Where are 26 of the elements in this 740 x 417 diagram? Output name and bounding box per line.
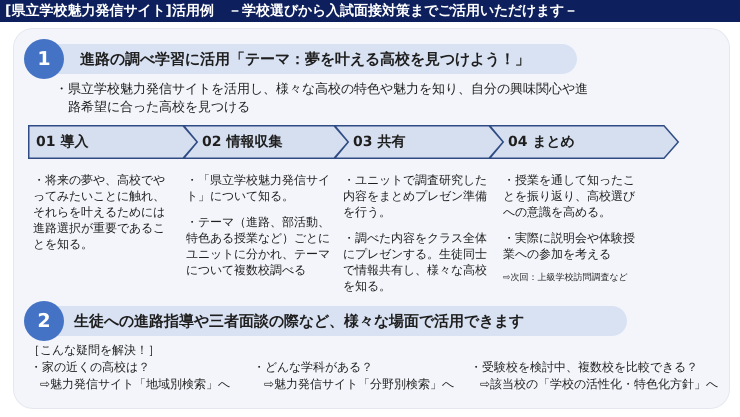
process-step: 04 まとめ bbox=[489, 125, 679, 159]
guide-text: ⇨魅力発信サイト「分野別検索」へ bbox=[264, 376, 454, 392]
section-heading: 生徒への進路指導や三者面談の際など、様々な場面で活用できます bbox=[58, 306, 627, 336]
section-number: 2 bbox=[24, 301, 64, 341]
question-text: ・どんな学科がある？ bbox=[253, 359, 373, 375]
guide-text: ⇨魅力発信サイト「地域別検索」へ bbox=[40, 376, 230, 392]
question-text: ・受験校を検討中、複数校を比較できる？ bbox=[470, 359, 698, 375]
section-heading: 進路の調べ学習に活用「テーマ：夢を叶える高校を見つけよう！」 bbox=[58, 44, 577, 74]
process-step: 01 導入 bbox=[28, 125, 198, 159]
step-note: ・将来の夢や、高校でやってみたいことに触れ、それらを叶えるためには進路選択が重要であることを知る。 bbox=[33, 172, 166, 252]
next-step-note: ⇨次回：上級学校訪問調査など bbox=[503, 272, 629, 284]
question-heading: ［こんな疑問を解決！］ bbox=[28, 342, 160, 358]
question-text: ・家の近くの高校は？ bbox=[30, 359, 150, 375]
intro-text: ・県立学校魅力発信サイトを活用し、様々な高校の特色や魅力を知り、自分の興味関心や進路希望に合った高校を見つける bbox=[55, 81, 589, 117]
section-number: 1 bbox=[24, 39, 64, 79]
step-note: ・ユニットで調査研究した内容をまとめプレゼン準備を行う。 bbox=[343, 172, 488, 220]
step-note: ・「県立学校魅力発信サイト」について知る。 bbox=[186, 172, 331, 204]
step-note: ・授業を通して知ったことを振り返り、高校選びへの意識を高める。 bbox=[503, 172, 636, 220]
guide-text: ⇨該当校の「学校の活性化・特色化方針」へ bbox=[480, 376, 718, 392]
content-panel bbox=[13, 28, 730, 409]
process-step: 03 共有 bbox=[334, 125, 504, 159]
process-step: 02 情報収集 bbox=[183, 125, 349, 159]
step-note: ・実際に説明会や体験授業への参加を考える bbox=[503, 230, 636, 262]
title-banner: [県立学校魅力発信サイト]活用例 －学校選びから入試面接対策までご活用いただけます－ bbox=[0, 0, 740, 22]
step-note: ・調べた内容をクラス全体にプレゼンする。生徒同士で情報共有し、様々な高校を知る。 bbox=[343, 230, 488, 294]
step-note: ・テーマ（進路、部活動、特色ある授業など）ごとにユニットに分かれ、テーマについて複数校調べる bbox=[186, 214, 331, 278]
